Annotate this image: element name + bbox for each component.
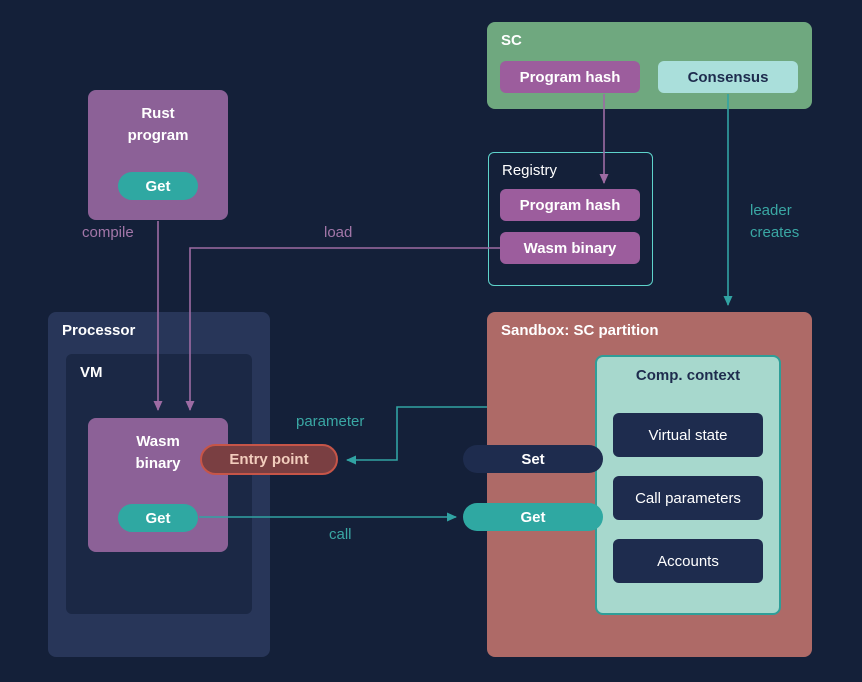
accounts-item: Accounts (613, 539, 763, 583)
rust-program-box: Rust program Get (88, 90, 228, 220)
processor-box: Processor VM Wasm binary Get (48, 312, 270, 657)
comp-context-box: Comp. context Virtual state Call paramet… (595, 355, 781, 615)
rust-program-title-wrap: Rust program (88, 90, 228, 147)
sc-program-hash-button: Program hash (500, 61, 640, 93)
vm-wasm-binary-title-wrap: Wasm binary (88, 418, 228, 475)
vm-wasm-binary-title: Wasm binary (135, 433, 181, 472)
call-label: call (329, 526, 352, 543)
vm-wasm-binary-box: Wasm binary Get (88, 418, 228, 552)
registry-wasm-binary-button: Wasm binary (500, 232, 640, 264)
registry-title: Registry (502, 162, 558, 179)
set-pill: Set (463, 445, 603, 473)
sc-title: SC (501, 32, 522, 49)
call-parameters-item: Call parameters (613, 476, 763, 520)
get-pill: Get (463, 503, 603, 531)
vm-box: VM Wasm binary Get (66, 354, 252, 614)
load-label: load (324, 224, 353, 241)
compile-label: compile (82, 224, 134, 241)
leader-creates-label: leader creates (750, 202, 800, 241)
sc-consensus-button: Consensus (658, 61, 798, 93)
processor-title: Processor (62, 322, 136, 339)
virtual-state-item: Virtual state (613, 413, 763, 457)
sandbox-title: Sandbox: SC partition (501, 322, 659, 339)
vm-title: VM (80, 364, 103, 381)
entry-point-pill: Entry point (200, 444, 338, 475)
rust-program-get-button: Get (118, 172, 198, 200)
comp-context-title: Comp. context (635, 367, 741, 384)
registry-box: Registry Program hash Wasm binary (488, 152, 653, 286)
sandbox-box: Sandbox: SC partition Comp. context Virt… (487, 312, 812, 657)
parameter-label: parameter (296, 413, 365, 430)
sc-box: SC Program hash Consensus (487, 22, 812, 109)
rust-program-title: Rust program (127, 105, 189, 144)
vm-get-button: Get (118, 504, 198, 532)
registry-program-hash-button: Program hash (500, 189, 640, 221)
